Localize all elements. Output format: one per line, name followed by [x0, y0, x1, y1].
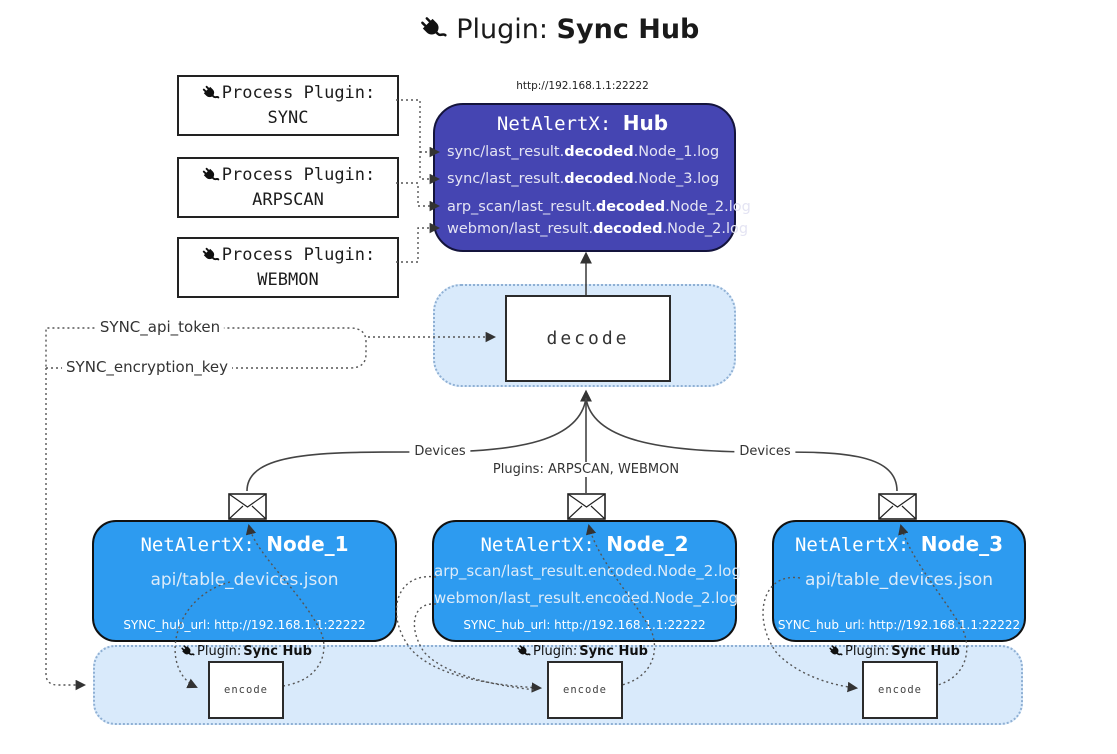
node-footer: SYNC_hub_url: http://192.168.1.1:22222 [123, 618, 366, 632]
encode-plugin-label: Plugin: Sync Hub [828, 644, 960, 659]
process-plugin-label: Process Plugin: [221, 244, 376, 265]
page-title: Plugin: Sync Hub [0, 14, 1117, 45]
node-line: arp_scan/last_result.encoded.Node_2.log [434, 562, 741, 580]
plug-icon [420, 17, 447, 37]
node-footer: SYNC_hub_url: http://192.168.1.1:22222 [777, 618, 1021, 632]
node-footer: SYNC_hub_url: http://192.168.1.1:22222 [463, 618, 706, 632]
encode-box-3: encode [862, 661, 938, 719]
edge-sync-to-item2 [396, 99, 441, 185]
decode-box: decode [505, 295, 671, 382]
node-line: webmon/last_result.encoded.Node_2.log [434, 589, 739, 607]
node-title: NetAlertX: Node_1 [140, 532, 349, 556]
process-plugin-box-sync: Process Plugin: SYNC [177, 75, 399, 136]
node-title: NetAlertX: Node_2 [480, 532, 689, 556]
devices-label-left: Devices [409, 444, 471, 459]
devices-label-right: Devices [734, 444, 796, 459]
node-title: NetAlertX: Node_3 [794, 532, 1004, 556]
plug-icon [202, 85, 220, 98]
hub-url: http://192.168.1.1:22222 [516, 80, 649, 92]
hub-log-item: sync/last_result.decoded.Node_3.log [447, 171, 720, 187]
sync-api-token-label: SYNC_api_token [95, 318, 225, 336]
hub-log-item: sync/last_result.decoded.Node_1.log [447, 144, 720, 160]
hub-box [433, 103, 736, 252]
plug-icon [829, 645, 843, 656]
encode-plugin-label: Plugin: Sync Hub [180, 644, 312, 659]
sync-encryption-key-label: SYNC_encryption_key [62, 358, 232, 376]
edge-keys-to-encode-panel [45, 368, 87, 691]
edge-arpscan-to-item3 [396, 182, 441, 212]
plugins-label-middle: Plugins: ARPSCAN, WEBMON [487, 462, 685, 477]
page-title-prefix: Plugin: [456, 14, 557, 45]
hub-log-item: arp_scan/last_result.decoded.Node_2.log [447, 199, 751, 215]
process-plugin-box-webmon: Process Plugin: WEBMON [177, 237, 399, 298]
process-plugin-name: ARPSCAN [252, 189, 324, 210]
plug-icon [202, 247, 220, 260]
encode-box-2: encode [547, 661, 623, 719]
process-plugin-box-arpscan: Process Plugin: ARPSCAN [177, 157, 399, 218]
page-title-name: Sync Hub [556, 14, 700, 45]
hub-title: NetAlertX: Hub [496, 111, 669, 135]
process-plugin-label: Process Plugin: [221, 164, 376, 185]
plug-icon [202, 167, 220, 180]
plug-icon [181, 645, 195, 656]
envelope-icon [567, 493, 606, 524]
node-line: api/table_devices.json [804, 570, 994, 590]
node-box-2: NetAlertX: Node_2 arp_scan/last_result.e… [432, 520, 741, 642]
edge-webmon-to-item4 [396, 222, 441, 263]
plug-icon [517, 645, 531, 656]
process-plugin-label: Process Plugin: [221, 82, 376, 103]
envelope-icon [228, 493, 267, 524]
envelope-icon [878, 493, 917, 524]
node-line: api/table_devices.json [150, 570, 339, 590]
encode-plugin-label: Plugin: Sync Hub [516, 644, 648, 659]
process-plugin-name: SYNC [267, 107, 309, 128]
process-plugin-name: WEBMON [257, 269, 319, 290]
node-box-3: NetAlertX: Node_3 api/table_devices.json… [772, 520, 1026, 642]
hub-log-item: webmon/last_result.decoded.Node_2.log [447, 221, 749, 237]
encode-box-1: encode [208, 661, 284, 719]
node-box-1: NetAlertX: Node_1 api/table_devices.json… [92, 520, 397, 642]
